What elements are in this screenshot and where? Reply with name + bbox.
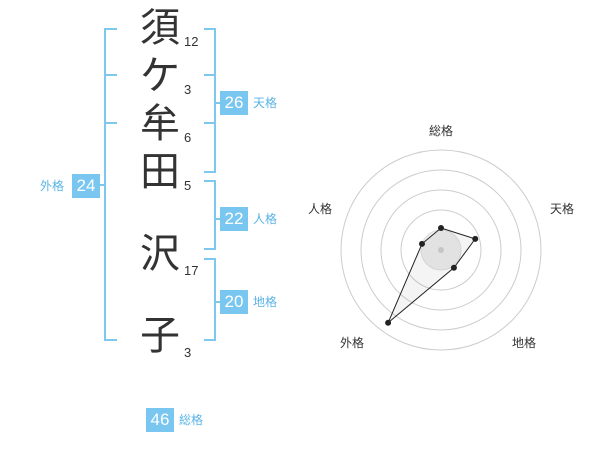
- tenkaku-value: 26: [220, 91, 248, 115]
- soukaku-label: 総格: [179, 413, 204, 427]
- tenkaku-label: 天格: [253, 96, 278, 110]
- radar-grid: [340, 149, 542, 351]
- radar-center: [438, 247, 444, 253]
- radar-ring-3: [380, 189, 502, 311]
- name-char-1: 須: [140, 5, 180, 51]
- stroke-count-3: 6: [184, 130, 192, 145]
- radar-polygon: [387, 227, 477, 324]
- name-char-5: 沢: [140, 231, 180, 277]
- chikaku-label: 地格: [253, 295, 278, 309]
- radar-point-tenkaku: [472, 235, 479, 242]
- radar-point-soukaku: [438, 225, 444, 231]
- stroke-count-4: 5: [184, 178, 192, 193]
- name-char-4: 田: [140, 149, 180, 195]
- radar-ring-4: [360, 169, 522, 331]
- radar-label-top: 総格: [429, 123, 453, 138]
- gaikaku-value: 24: [72, 174, 100, 198]
- name-char-2: ケ: [140, 53, 180, 99]
- name-char-6: 子: [140, 313, 180, 359]
- gaikaku-label: 外格: [40, 179, 65, 193]
- radar-label-left: 人格: [308, 201, 332, 216]
- stroke-count-6: 3: [184, 345, 192, 360]
- radar-label-bottom-left: 外格: [340, 335, 364, 350]
- soukaku-value: 46: [146, 408, 174, 432]
- stroke-count-5: 17: [184, 263, 199, 278]
- radar-point-chikaku: [450, 264, 457, 271]
- radar-points: [385, 225, 479, 326]
- jinkaku-label: 人格: [253, 212, 278, 226]
- radar-label-bottom-right: 地格: [512, 335, 536, 350]
- chikaku-value: 20: [220, 290, 248, 314]
- name-char-3: 牟: [140, 101, 180, 147]
- stroke-count-2: 3: [184, 82, 192, 97]
- radar-point-jinkaku: [418, 240, 425, 247]
- radar-point-gaikaku: [385, 319, 392, 326]
- radar-ring-5: [340, 149, 542, 351]
- radar-ring-2: [400, 209, 482, 291]
- radar-label-right: 天格: [550, 201, 574, 216]
- jinkaku-value: 22: [220, 207, 248, 231]
- stroke-count-1: 12: [184, 34, 199, 49]
